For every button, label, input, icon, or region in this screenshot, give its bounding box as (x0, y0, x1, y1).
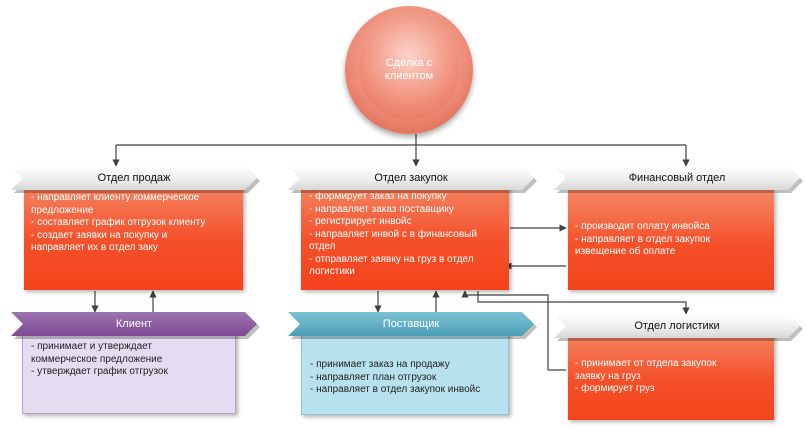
deal-hub-circle: Сделка с клиентом (345, 6, 473, 134)
procurement-line: - отправляет заявку на груз в отдел (309, 253, 474, 265)
arrow-procurement-to-logistics (477, 291, 690, 315)
sales-title: Отдел продаж (97, 172, 171, 184)
supplier-title: Поставщик (382, 318, 440, 330)
client-line: - принимает и утверждает (31, 341, 152, 352)
procurement-line: - регистрирует инвойс (309, 216, 412, 227)
sales-line: - составляет график отгрузок клиенту (31, 217, 206, 228)
sales-header: Отдел продаж (11, 166, 257, 190)
deal-hub-label: Сделка с клиентом (384, 57, 434, 82)
client-header: Клиент (11, 312, 257, 336)
client-line: - утверждает график отгрузок (31, 366, 168, 377)
arrow-logistics-to-procurement (461, 290, 549, 370)
procurement-line: логистики (309, 266, 355, 277)
procurement-header: Отдел закупок (288, 166, 534, 190)
procurement-body: - формирует заказ на покупку - направляе… (301, 180, 509, 290)
finance-title: Финансовый отдел (628, 172, 726, 184)
procurement-line: - формирует заказ на покупку (309, 191, 447, 202)
client-body: - принимает и утверждает коммерческое пр… (22, 328, 236, 414)
supplier-line: - направляет в отдел закупок инвойс (310, 384, 481, 395)
sales-line: направляет их в отдел заку (31, 242, 158, 253)
supplier-line: - принимает заказ на продажу (310, 359, 450, 370)
finance-line: извещение об оплате (575, 246, 676, 257)
finance-line: - производит оплату инвойса (575, 221, 710, 232)
client-title: Клиент (115, 318, 153, 330)
procurement-line: отдел (309, 241, 336, 252)
finance-header: Финансовый отдел (554, 166, 800, 190)
procurement-line: - направляет заказ поставщику (309, 203, 454, 215)
procurement-line: - направляет инвой с в финансовый (309, 228, 477, 240)
deal-hub-inner: Сделка с клиентом (359, 20, 459, 120)
logistics-title: Отдел логистики (634, 320, 720, 332)
supplier-header: Поставщик (288, 312, 534, 336)
logistics-line: заявку на груз (575, 370, 641, 382)
logistics-line: - принимает от отдела закупок (575, 358, 717, 369)
finance-body: - производит оплату инвойса - направляет… (568, 190, 774, 290)
procurement-title: Отдел закупок (374, 172, 448, 184)
sales-body: - направляет клиенту коммерческое предло… (24, 180, 243, 290)
sales-line: предложение (31, 204, 94, 216)
supplier-body: - принимает заказ на продажу - направляе… (301, 330, 509, 415)
supplier-line: - направляет план отгрузок (310, 371, 437, 383)
sales-line: - создает заявки на покупку и (31, 229, 168, 241)
sales-line: - направляет клиенту коммерческое (31, 192, 200, 203)
client-line: коммерческое предложение (31, 353, 163, 365)
logistics-body: - принимает от отдела закупок заявку на … (568, 330, 774, 420)
logistics-header: Отдел логистики (554, 314, 800, 338)
logistics-line: - формирует груз (575, 383, 655, 394)
finance-line: - направляет в отдел закупок (575, 233, 710, 245)
